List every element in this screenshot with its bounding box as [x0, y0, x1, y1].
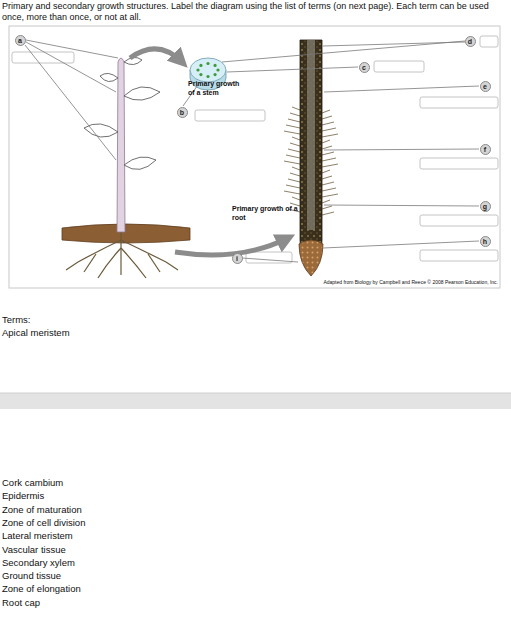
plant-leaves — [84, 57, 160, 169]
panel-heading: Primary growth of a stem — [188, 80, 244, 98]
source-credit: Adapted from Biology by Campbell and Ree… — [236, 279, 498, 285]
worksheet-title: Primary and secondary growth structures.… — [2, 1, 507, 24]
answer-boxes — [12, 36, 498, 263]
callout-letter: d — [468, 38, 472, 45]
callout-letter: f — [484, 146, 486, 153]
term: Apical meristem — [2, 327, 202, 339]
page-break-edge — [0, 393, 511, 394]
term: Secondary xylem — [2, 557, 202, 569]
callout-circle: i — [232, 253, 243, 264]
terms-heading: Terms: — [2, 314, 202, 326]
growth-arrow — [130, 49, 182, 62]
plant-roots — [66, 232, 178, 278]
callout-circle: b — [177, 107, 188, 118]
term: Zone of maturation — [2, 504, 202, 516]
term: Zone of cell division — [2, 517, 202, 529]
callout-letter: a — [18, 37, 22, 44]
callout-letter: g — [483, 203, 487, 210]
term: Root cap — [2, 597, 202, 609]
callout-circle: c — [359, 62, 370, 73]
callout-letter: h — [483, 238, 487, 245]
callout-circle: d — [465, 36, 476, 47]
callout-circle: g — [480, 201, 491, 212]
soil — [62, 224, 190, 243]
callout-letter: i — [236, 255, 238, 262]
callout-circle: f — [480, 144, 491, 155]
term: Ground tissue — [2, 570, 202, 582]
callout-letter: c — [362, 64, 366, 71]
callout-circle: h — [480, 236, 491, 247]
page-break — [0, 393, 511, 409]
term: Vascular tissue — [2, 544, 202, 556]
growth-arrow — [175, 238, 288, 255]
root-tip — [284, 40, 338, 276]
plant-stem — [117, 58, 125, 232]
diagram-frame — [9, 26, 500, 288]
callout-letter: b — [180, 109, 184, 116]
term: Epidermis — [2, 490, 202, 502]
callout-circle: a — [15, 35, 26, 46]
leader-lines — [25, 40, 479, 262]
term: Cork cambium — [2, 477, 202, 489]
term: Zone of elongation — [2, 583, 202, 595]
term: Lateral meristem — [2, 530, 202, 542]
callout-letter: e — [483, 83, 487, 90]
callout-circle: e — [480, 81, 491, 92]
panel-heading: Primary growth of a root — [232, 205, 298, 223]
